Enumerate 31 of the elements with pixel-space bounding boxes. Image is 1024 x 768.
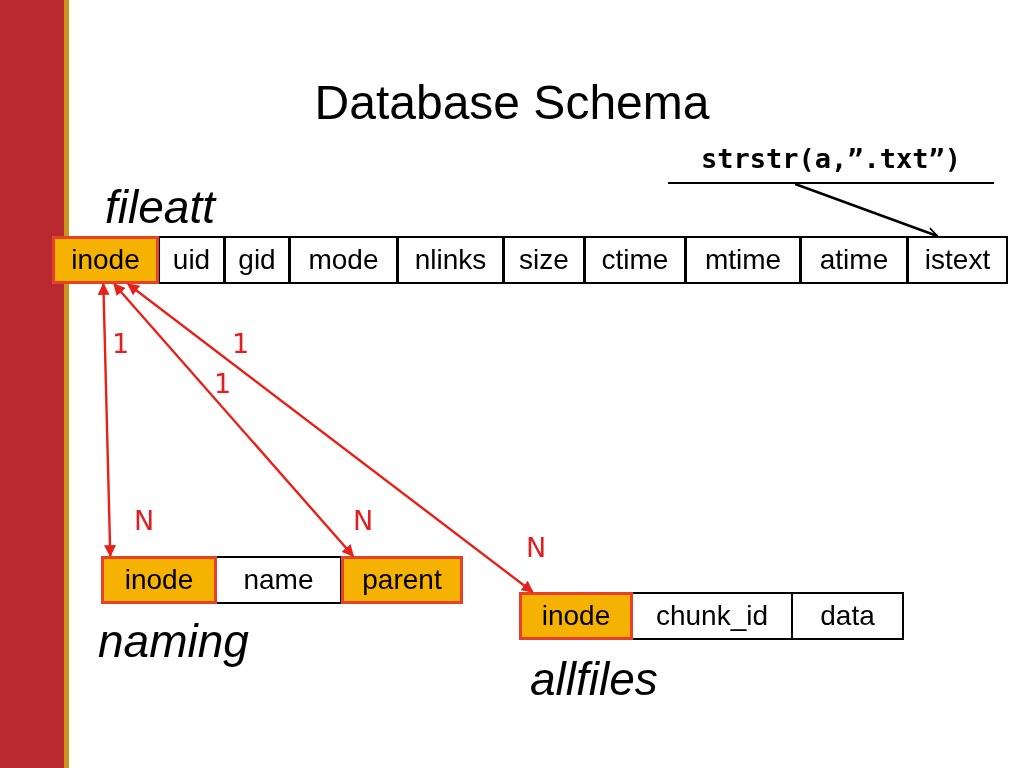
cardinality-label: 1 (112, 330, 130, 357)
code-annotation: strstr(a,”.txt”) (668, 140, 994, 184)
field-cell: size (503, 236, 585, 284)
field-cell: chunk_id (631, 592, 793, 640)
cardinality-label: N (134, 507, 155, 534)
field-cell: gid (224, 236, 290, 284)
cardinality-label: N (526, 534, 547, 561)
arrow (127, 283, 534, 593)
arrow (97, 282, 116, 558)
field-cell: istext (907, 236, 1008, 284)
key-field-cell: inode (519, 592, 633, 640)
table-name: fileatt (105, 184, 215, 230)
field-cell: nlinks (397, 236, 504, 284)
field-cell: mode (289, 236, 398, 284)
key-field-cell: inode (52, 236, 159, 284)
field-cell: data (791, 592, 904, 640)
field-cell: mtime (685, 236, 801, 284)
slide-title: Database Schema (313, 75, 711, 131)
database-table (98, 556, 465, 668)
cardinality-label: 1 (232, 330, 250, 357)
field-cell: atime (800, 236, 908, 284)
field-cell: uid (158, 236, 225, 284)
cardinality-label: N (353, 507, 374, 534)
key-field-cell: inode (101, 556, 217, 604)
arrow (794, 182, 939, 239)
table-name: allfiles (530, 656, 658, 702)
cardinality-label: 1 (214, 370, 232, 397)
arrow (113, 283, 355, 557)
field-cell: name (215, 556, 342, 604)
key-field-cell: parent (341, 556, 463, 604)
field-cell: ctime (584, 236, 686, 284)
